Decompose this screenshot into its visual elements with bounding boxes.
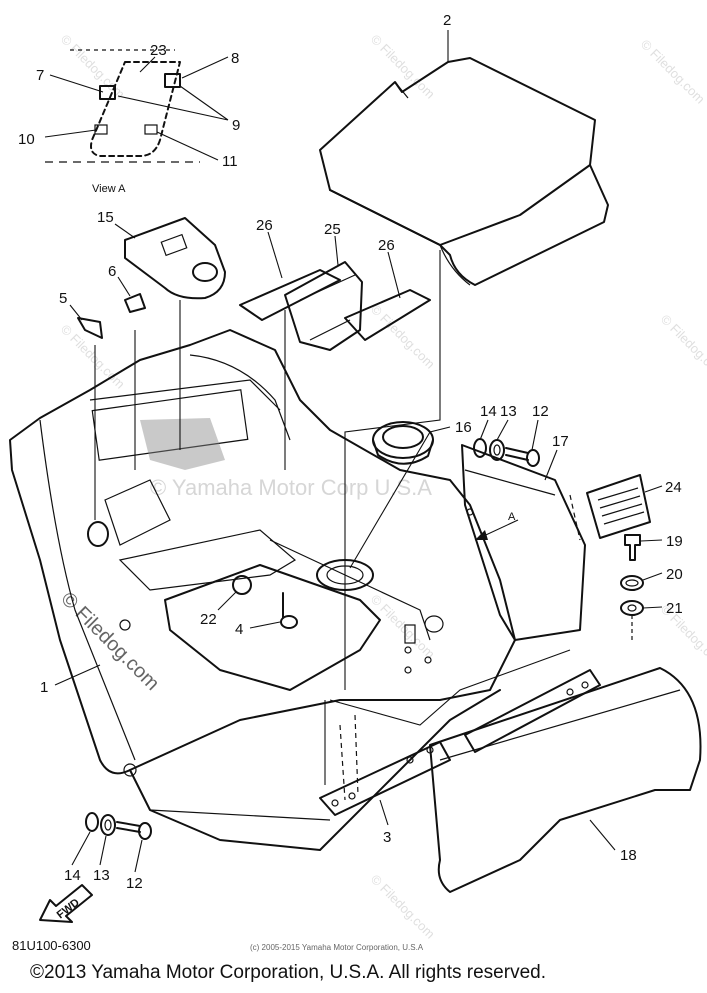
watermark-repeat: © Filedog.com xyxy=(368,302,438,372)
part-15-cover xyxy=(124,217,226,300)
callout-17: 17 xyxy=(552,433,569,450)
callout-24: 24 xyxy=(665,479,682,496)
part-4-screw xyxy=(280,592,298,629)
copyright-notice: ©2013 Yamaha Motor Corporation, U.S.A. A… xyxy=(30,962,546,983)
part-12-14-lower-bolt xyxy=(85,812,152,840)
callout-26-left: 26 xyxy=(256,217,273,234)
view-a-label: View A xyxy=(92,183,126,195)
callout-7: 7 xyxy=(36,67,44,84)
callout-14-lower: 14 xyxy=(64,867,81,884)
fine-print: (c) 2005-2015 Yamaha Motor Corporation, … xyxy=(250,943,424,952)
fwd-arrow-icon: FWD xyxy=(39,884,93,923)
callout-3: 3 xyxy=(383,829,391,846)
callout-8: 8 xyxy=(231,50,239,67)
callout-11: 11 xyxy=(222,153,238,170)
callout-9: 9 xyxy=(232,117,240,134)
guide-lines xyxy=(94,250,571,785)
callout-view-a: A xyxy=(508,511,516,523)
part-25-26-pads xyxy=(239,261,431,351)
callout-16: 16 xyxy=(455,419,472,436)
part-18-flap xyxy=(429,667,702,893)
leader-lines xyxy=(44,30,663,873)
callout-21: 21 xyxy=(666,600,683,617)
part-1-fender xyxy=(9,329,516,851)
callout-12-upper: 12 xyxy=(532,403,549,420)
callout-6: 6 xyxy=(108,263,116,280)
callout-5: 5 xyxy=(59,290,67,307)
callout-13-lower: 13 xyxy=(93,867,110,884)
watermark-repeat: © Filedog.com xyxy=(368,872,438,942)
part-22-cap xyxy=(232,575,252,595)
part-24-label xyxy=(586,474,651,539)
callout-25: 25 xyxy=(324,221,341,238)
callout-1: 1 xyxy=(40,679,48,696)
watermark-repeat: © Filedog.com xyxy=(638,37,707,107)
part-5-6-clips xyxy=(77,293,146,339)
callouts: 2 23 8 7 9 10 11 15 26 25 26 6 5 14 13 1… xyxy=(18,12,683,892)
view-a-inset: View A xyxy=(45,49,200,195)
part-17-side-panel xyxy=(461,444,586,641)
callout-4: 4 xyxy=(235,621,243,638)
callout-20: 20 xyxy=(666,566,683,583)
part-19-21-fasteners xyxy=(620,534,644,640)
callout-2: 2 xyxy=(443,12,451,29)
callout-13-upper: 13 xyxy=(500,403,517,420)
callout-15: 15 xyxy=(97,209,114,226)
callout-22: 22 xyxy=(200,611,217,628)
callout-12-lower: 12 xyxy=(126,875,143,892)
watermark-repeat: © Filedog.com xyxy=(658,312,707,382)
watermark-repeat: © Filedog.com xyxy=(58,32,128,102)
part-2-seat-pad xyxy=(319,57,609,286)
callout-18: 18 xyxy=(620,847,637,864)
callout-26-right: 26 xyxy=(378,237,395,254)
watermark-repeat: © Filedog.com xyxy=(58,322,128,392)
callout-23: 23 xyxy=(150,42,167,59)
callout-10: 10 xyxy=(18,131,35,148)
callout-14-upper: 14 xyxy=(480,403,497,420)
diagram-code: 81U100-6300 xyxy=(12,938,91,953)
watermark-center: © Yamaha Motor Corp U.S.A xyxy=(150,475,432,500)
part-3-bracket xyxy=(319,669,601,816)
view-arrow-icon xyxy=(475,530,488,540)
callout-19: 19 xyxy=(666,533,683,550)
part-16-grommet xyxy=(372,421,434,465)
